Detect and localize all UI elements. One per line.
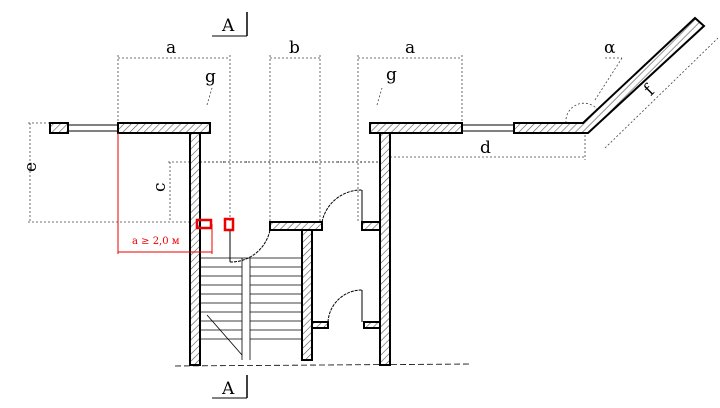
dim-label-alpha: α	[604, 38, 616, 58]
svg-text:A: A	[221, 379, 235, 399]
min-distance-label: a ≥ 2,0 м	[132, 236, 180, 247]
dim-label-b: b	[289, 38, 300, 58]
walls	[49, 16, 706, 366]
dim-label-g-right: g	[386, 65, 397, 85]
dim-label-d: d	[480, 138, 491, 158]
dimension-lines	[28, 37, 719, 223]
dim-label-g-left: g	[205, 67, 216, 87]
svg-text:A: A	[221, 16, 235, 36]
stair-flight	[174, 257, 471, 367]
section-mark-bottom: A	[212, 375, 248, 399]
doors	[229, 189, 363, 323]
dim-label-c: c	[150, 182, 170, 192]
dim-label-f: f	[640, 80, 660, 100]
section-mark-top: A	[212, 12, 248, 37]
dim-label-a-right: a	[405, 38, 415, 58]
min-distance-highlight: a ≥ 2,0 м	[117, 133, 235, 254]
dim-label-a-left: a	[166, 38, 176, 58]
dim-label-e: e	[21, 162, 41, 172]
